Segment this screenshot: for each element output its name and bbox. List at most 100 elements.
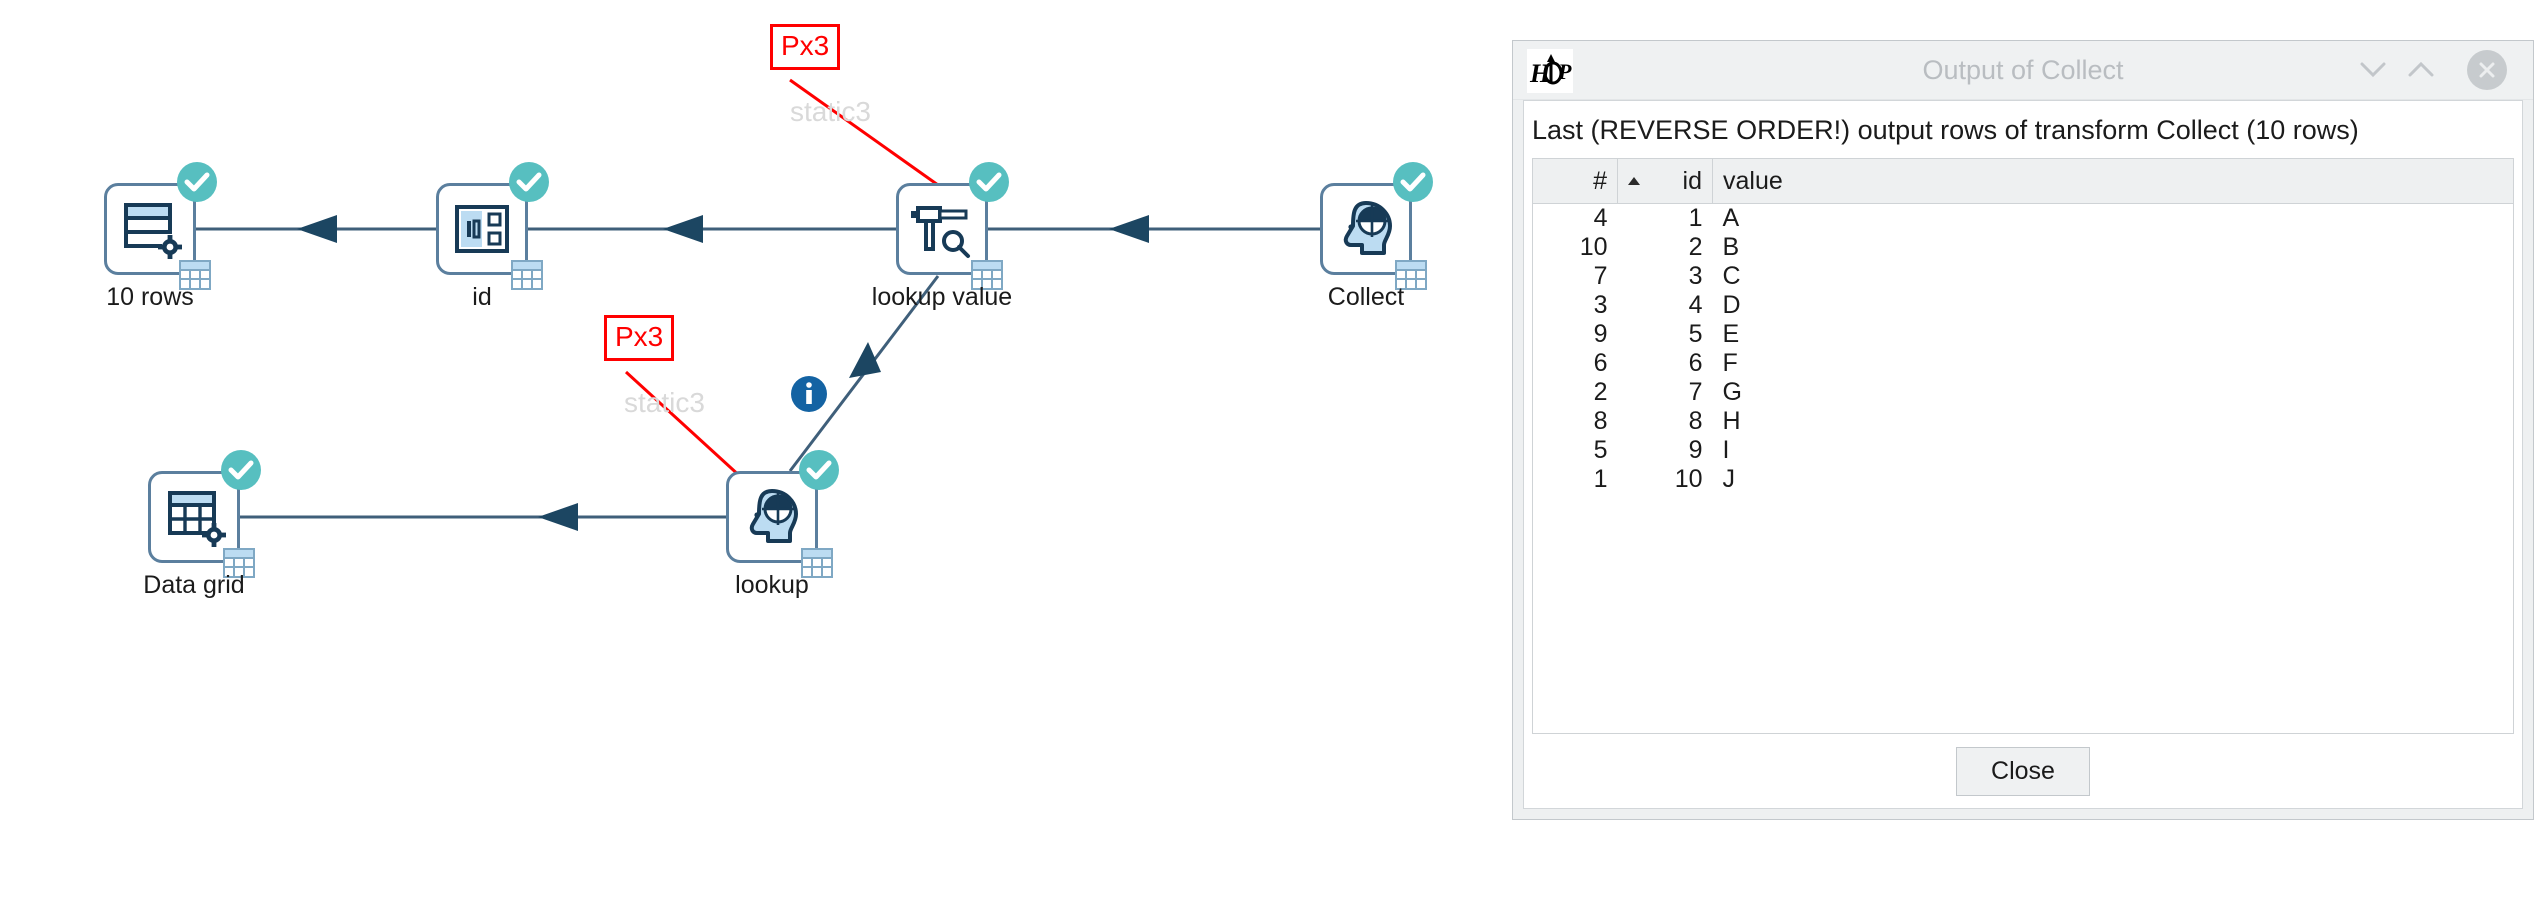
- cell-id: 6: [1688, 349, 1703, 377]
- cell-number: 9: [1593, 320, 1608, 348]
- status-ok-icon: [969, 162, 1009, 202]
- table-header-row: # id value: [1533, 159, 2513, 204]
- cell-id: 4: [1688, 291, 1703, 319]
- table-header: # id value: [1533, 159, 2513, 204]
- cell-number: 5: [1593, 436, 1608, 464]
- svg-text:P: P: [1557, 59, 1572, 84]
- cell-value: E: [1722, 320, 1740, 348]
- output-grid-icon: [511, 260, 543, 290]
- chevron-down-icon[interactable]: [2353, 50, 2393, 90]
- cell-value: B: [1722, 233, 1740, 261]
- table-gear-icon: [168, 491, 226, 547]
- cell-id: 8: [1688, 407, 1703, 435]
- annotation-note-bottom: static3: [624, 387, 705, 418]
- cell-value: I: [1722, 436, 1730, 464]
- sequence-icon: [455, 205, 509, 253]
- annotation-px3-bottom[interactable]: Px3: [604, 315, 675, 361]
- status-ok-icon: [1393, 162, 1433, 202]
- output-grid-icon: [971, 260, 1003, 290]
- dialog-body: Last (REVERSE ORDER!) output rows of tra…: [1523, 100, 2523, 809]
- cell-value: J: [1722, 465, 1736, 493]
- head-target-icon: [1343, 201, 1392, 255]
- node-id[interactable]: id: [436, 162, 549, 311]
- cell-number: 8: [1593, 407, 1608, 435]
- annotation-note-top: static3: [790, 96, 871, 127]
- dialog-subtitle: Last (REVERSE ORDER!) output rows of tra…: [1532, 115, 2359, 145]
- hop-logo-icon: H P: [1527, 49, 1573, 93]
- node-data-grid[interactable]: Data grid: [143, 450, 261, 599]
- output-grid-icon: [801, 548, 833, 578]
- column-header-value[interactable]: value: [1712, 159, 2513, 204]
- output-dialog: H P Output of Collect Last (REVERSE ORDE…: [1512, 40, 2534, 820]
- node-label: lookup value: [871, 283, 1013, 311]
- cell-number: 4: [1593, 204, 1608, 232]
- cell-id: 1: [1688, 204, 1703, 232]
- output-grid-icon: [179, 260, 211, 290]
- cell-value: D: [1722, 291, 1741, 319]
- cell-number: 3: [1593, 291, 1608, 319]
- hop-info-icon[interactable]: [790, 375, 828, 413]
- node-collect[interactable]: Collect: [1320, 162, 1433, 311]
- cell-id: 3: [1688, 262, 1703, 290]
- status-ok-icon: [221, 450, 261, 490]
- node-label: lookup: [735, 571, 809, 599]
- dialog-titlebar[interactable]: H P Output of Collect: [1513, 41, 2533, 100]
- status-ok-icon: [509, 162, 549, 202]
- cell-number: 6: [1593, 349, 1608, 377]
- cell-number: 7: [1593, 262, 1608, 290]
- cell-id: 7: [1688, 378, 1703, 406]
- node-lookup[interactable]: lookup: [726, 450, 839, 599]
- status-ok-icon: [799, 450, 839, 490]
- node-box: [896, 183, 988, 275]
- annotation-px3-top[interactable]: Px3: [770, 24, 841, 70]
- close-button[interactable]: Close: [1956, 746, 2090, 796]
- pipeline-canvas[interactable]: 10 rows id: [0, 0, 1500, 900]
- cell-id: 5: [1688, 320, 1703, 348]
- sort-ascending-icon: [1628, 177, 1640, 185]
- cell-number: 1: [1593, 465, 1608, 493]
- pipeline-wires: [196, 78, 1320, 531]
- cell-value: G: [1722, 378, 1742, 406]
- cell-value: F: [1722, 349, 1738, 377]
- cell-value: A: [1722, 204, 1740, 232]
- cell-id: 10: [1674, 465, 1703, 493]
- column-header-id[interactable]: id: [1617, 159, 1713, 204]
- cell-number: 2: [1593, 378, 1608, 406]
- hammer-search-icon: [911, 206, 970, 258]
- node-box: [148, 471, 240, 563]
- table-row[interactable]: 1 10 J: [1533, 465, 2513, 494]
- cell-number: 10: [1579, 233, 1608, 261]
- column-header-id-label: id: [1682, 166, 1702, 195]
- node-label: Collect: [1327, 283, 1405, 311]
- node-lookup-value[interactable]: lookup value: [872, 162, 1012, 311]
- cell-id: 9: [1688, 436, 1703, 464]
- status-ok-icon: [177, 162, 217, 202]
- close-icon[interactable]: [2467, 50, 2507, 90]
- dialog-footer: Close: [1524, 734, 2522, 808]
- node-ten-rows[interactable]: 10 rows: [104, 162, 217, 311]
- cell-value: H: [1722, 407, 1741, 435]
- chevron-up-icon[interactable]: [2401, 50, 2441, 90]
- dialog-title: Output of Collect: [1922, 54, 2124, 85]
- output-grid-icon: [1395, 260, 1427, 290]
- output-grid-icon: [223, 548, 255, 578]
- cell-value: C: [1722, 262, 1741, 290]
- rows-generator-icon: [124, 203, 182, 259]
- node-label: id: [472, 283, 492, 311]
- head-target-icon: [749, 489, 798, 543]
- cell-id: 2: [1688, 233, 1703, 261]
- column-header-number[interactable]: #: [1533, 159, 1618, 204]
